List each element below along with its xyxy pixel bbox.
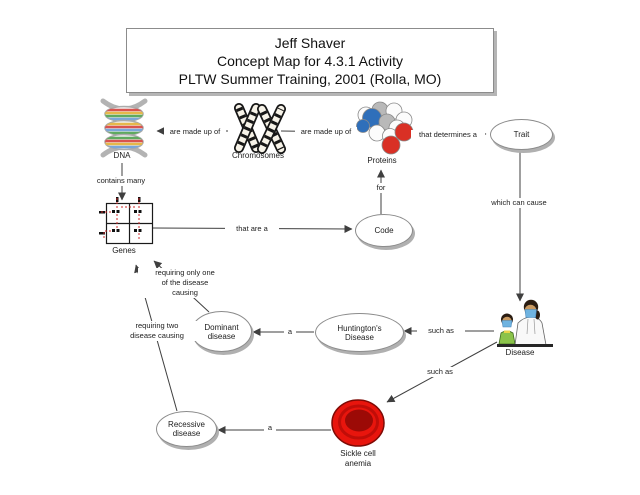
sickle-cell-caption: Sickle cell anemia: [326, 449, 390, 469]
title-line-1: Jeff Shaver: [274, 34, 346, 51]
sickle-cell-caption-line2: anemia: [344, 459, 372, 468]
node-code-label: Code: [374, 226, 394, 235]
disease-image: [497, 299, 553, 347]
label-requiring-only-one-line3: causing: [172, 288, 198, 297]
label-are-made-up-of-1: are made up of: [164, 127, 226, 137]
label-requiring-only-one-line2: of the disease: [161, 278, 209, 287]
label-that-determines-a: that determines a: [411, 130, 485, 140]
label-a-1: a: [284, 327, 296, 337]
genes-image: [99, 197, 154, 245]
proteins-image: [356, 101, 414, 155]
label-requiring-only-one-line1: requiring only one: [155, 268, 215, 277]
label-requiring-two-line1: requiring two: [135, 321, 179, 330]
dna-caption: DNA: [113, 151, 131, 160]
chromosomes-image: [234, 103, 286, 154]
node-code: Code: [355, 214, 413, 247]
title-box: Jeff Shaver Concept Map for 4.3.1 Activi…: [126, 28, 494, 93]
node-recessive-label-line2: disease: [172, 429, 201, 438]
label-contains-many: contains many: [89, 176, 153, 186]
node-huntingtons-label-line1: Huntington's: [337, 323, 382, 333]
label-that-are-a: that are a: [225, 224, 279, 234]
sickle-cell-anemia-image: [331, 399, 385, 447]
label-such-as-1: such as: [417, 326, 465, 336]
label-requiring-two-line2: disease causing: [130, 331, 184, 340]
label-requiring-two: requiring two disease causing: [110, 321, 204, 341]
node-huntingtons-label-line2: Disease: [345, 332, 374, 342]
disease-caption: Disease: [505, 348, 535, 357]
proteins-caption: Proteins: [367, 156, 397, 165]
node-trait-label: Trait: [513, 130, 530, 139]
sickle-cell-caption-line1: Sickle cell: [340, 449, 376, 458]
label-such-as-2: such as: [416, 367, 464, 377]
label-which-can-cause: which can cause: [483, 198, 555, 208]
label-for: for: [370, 183, 392, 193]
node-recessive-label-line1: Recessive: [168, 420, 205, 429]
label-requiring-only-one: requiring only one of the disease causin…: [138, 268, 232, 298]
genes-caption: Genes: [112, 246, 136, 255]
title-line-3: PLTW Summer Training, 2001 (Rolla, MO): [178, 70, 442, 87]
chromosomes-caption: Chromosomes: [231, 151, 284, 160]
node-dominant-label-line2: disease: [207, 331, 236, 341]
node-trait: Trait: [490, 119, 553, 150]
dna-image: [100, 98, 148, 158]
title-line-2: Concept Map for 4.3.1 Activity: [217, 52, 403, 69]
node-recessive-disease: Recessive disease: [156, 411, 217, 447]
label-a-2: a: [264, 423, 276, 433]
label-are-made-up-of-2: are made up of: [295, 127, 357, 137]
node-huntingtons-disease: Huntington's Disease: [315, 313, 404, 352]
node-dominant-label-line1: Dominant: [204, 322, 239, 332]
